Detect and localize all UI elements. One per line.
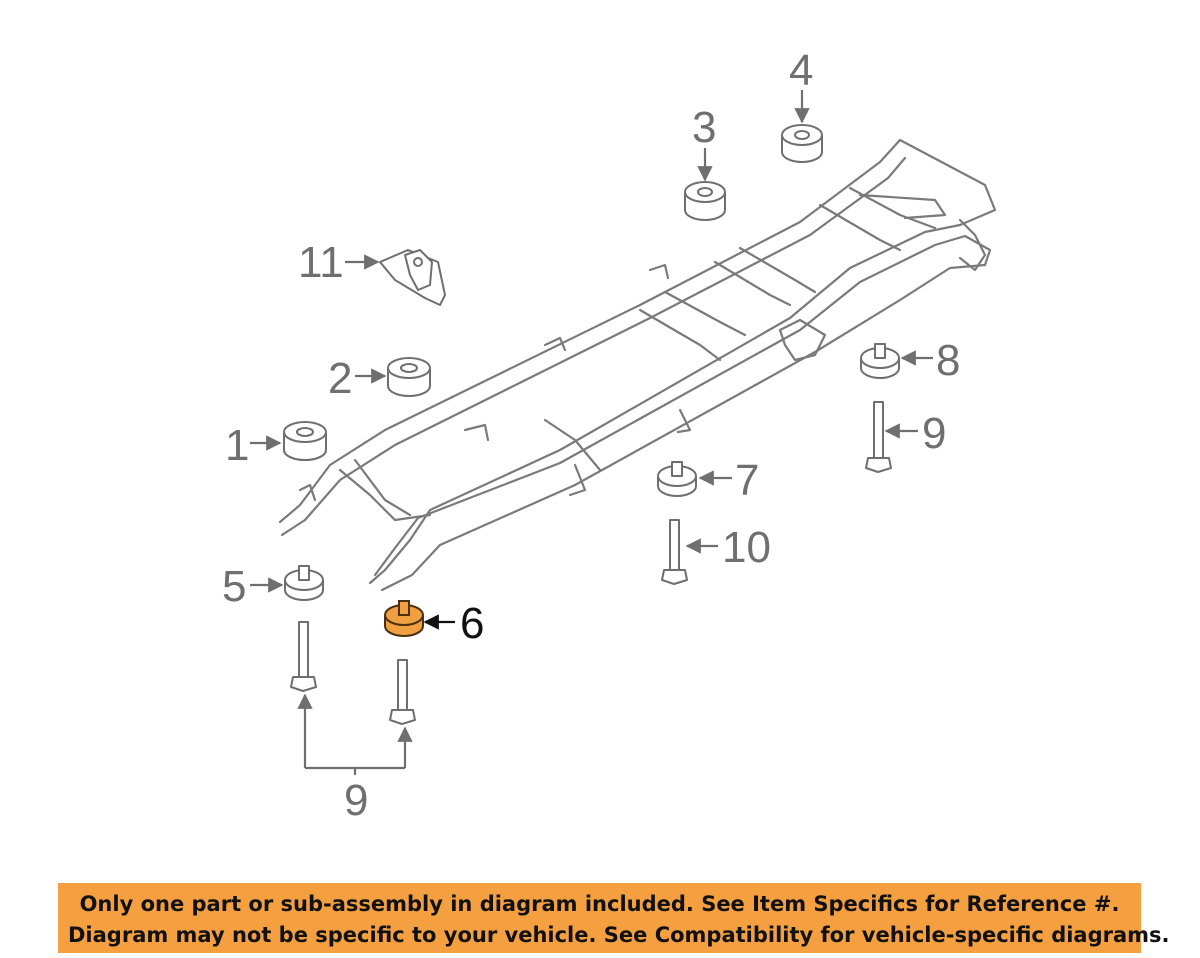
- bolt-9-left-b: [389, 659, 416, 725]
- body-mount-4: [781, 124, 823, 163]
- disclaimer-banner: Only one part or sub-assembly in diagram…: [58, 883, 1170, 953]
- callout-10: 10: [722, 523, 771, 572]
- leader-9-bracket: [305, 766, 405, 775]
- callout-2: 2: [328, 354, 352, 403]
- callout-4: 4: [789, 46, 813, 95]
- callout-6: 6: [460, 599, 484, 648]
- frame-diagram: 1 2 3 4 5 6 7: [222, 46, 997, 825]
- body-mount-8: [860, 343, 900, 379]
- callout-1: 1: [225, 421, 249, 470]
- body-mount-5: [284, 565, 324, 601]
- vehicle-frame: [278, 138, 997, 592]
- disclaimer-line-2: Diagram may not be specific to your vehi…: [68, 923, 1170, 947]
- body-mount-6-highlighted: [384, 600, 424, 637]
- callout-11: 11: [298, 238, 344, 287]
- callout-7: 7: [735, 456, 759, 505]
- bolt-10: [661, 519, 688, 585]
- bolt-9-right: [865, 401, 892, 473]
- body-mount-3: [684, 181, 726, 221]
- bolt-9-left-a: [290, 621, 317, 692]
- body-mount-2: [387, 357, 431, 397]
- body-mount-1: [283, 421, 327, 461]
- body-mount-7: [657, 461, 697, 497]
- callout-8: 8: [936, 336, 960, 385]
- callout-9-right: 9: [922, 409, 946, 458]
- callout-3: 3: [692, 103, 716, 152]
- disclaimer-line-1: Only one part or sub-assembly in diagram…: [79, 892, 1120, 916]
- callout-5: 5: [222, 562, 246, 611]
- bracket-11: [379, 249, 446, 306]
- callout-9-bottom: 9: [344, 776, 368, 825]
